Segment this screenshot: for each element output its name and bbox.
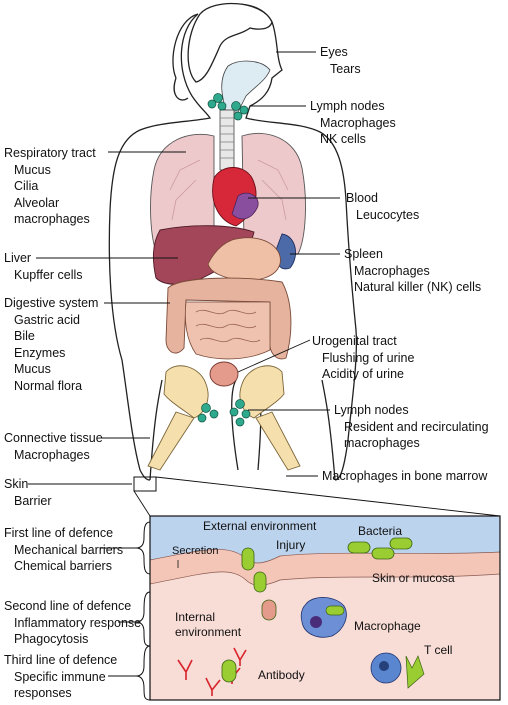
hair — [187, 2, 273, 83]
t-cell-text: T cell — [424, 643, 453, 657]
nasal-airway — [221, 60, 271, 113]
bladder — [209, 361, 239, 387]
skin-title: Skin — [4, 477, 29, 491]
bacteria-in-wound — [241, 547, 277, 621]
first-line-item: Chemical barriers — [14, 559, 112, 573]
antibody-text: Antibody — [258, 668, 305, 682]
bone-marrow-label: Macrophages in bone marrow — [322, 468, 487, 485]
lymph-lower-item: Resident and recirculating — [344, 419, 489, 434]
antibody-bacterium — [221, 659, 237, 683]
connective-item: Macrophages — [14, 447, 90, 462]
blood-label: Blood Leucocytes — [346, 190, 419, 223]
internal-text-2: environment — [175, 625, 242, 639]
respiratory-item: macrophages — [14, 212, 90, 226]
lymph-lower-label: Lymph nodes Resident and recirculating m… — [334, 402, 489, 452]
right-femur — [255, 411, 301, 471]
liver — [152, 225, 255, 285]
digestive-item: Bile — [14, 329, 35, 343]
urogenital-item: Acidity of urine — [322, 367, 404, 381]
left-femur — [147, 411, 195, 471]
small-intestine — [184, 301, 271, 360]
internal-text-1: Internal — [175, 610, 216, 624]
respiratory-item: Mucus — [14, 162, 51, 177]
skin-mucosa-text: Skin or mucosa — [372, 571, 455, 585]
spleen-title: Spleen — [344, 247, 383, 261]
third-line-item: responses — [14, 686, 72, 700]
liver-item: Kupffer cells — [14, 267, 83, 282]
skin-magnifier-square — [133, 476, 157, 492]
bacteria-text: Bacteria — [358, 524, 403, 538]
skin-item: Barrier — [14, 493, 52, 508]
first-line-title: First line of defence — [4, 526, 114, 540]
third-line-title: Third line of defence — [4, 653, 118, 667]
lymph-lower-title: Lymph nodes — [334, 403, 409, 417]
first-line-label: First line of defence Mechanical barrier… — [4, 525, 123, 575]
intestine-loops — [195, 309, 261, 343]
digestive-label: Digestive system Gastric acid Bile Enzym… — [4, 295, 98, 394]
heart-vessels — [231, 192, 259, 220]
digestive-title: Digestive system — [4, 296, 99, 310]
spleen-label: Spleen Macrophages Natural killer (NK) c… — [344, 246, 481, 296]
eyes-item: Tears — [330, 61, 361, 76]
antibodies — [177, 647, 247, 696]
magnifier-lines — [133, 476, 501, 517]
first-line-item: Mechanical barriers — [14, 542, 124, 557]
blood-item: Leucocytes — [356, 207, 420, 222]
second-line-item: Inflammatory response — [14, 615, 142, 630]
respiratory-item: Cilia — [14, 179, 39, 193]
external-environment-text: External environment — [203, 519, 317, 533]
line-of-defence-braces — [100, 521, 151, 701]
large-intestine — [165, 277, 292, 360]
lymph-upper-item: Macrophages — [320, 115, 396, 130]
bacteria-cluster — [347, 537, 413, 560]
third-line-item: Specific immune — [14, 669, 106, 684]
bone-marrow-title: Macrophages in bone marrow — [322, 469, 488, 483]
digestive-item: Normal flora — [14, 378, 83, 393]
lymph-nodes-groin — [197, 399, 251, 427]
spleen-item: Natural killer (NK) cells — [354, 280, 482, 294]
lymph-upper-label: Lymph nodes Macrophages NK cells — [310, 98, 396, 148]
skin-label: Skin Barrier — [4, 476, 52, 509]
respiratory-item: Alveolar — [14, 195, 60, 210]
blood-title: Blood — [346, 191, 378, 205]
digestive-item: Mucus — [14, 362, 51, 376]
connective-label: Connective tissue Macrophages — [4, 430, 103, 463]
spleen-item: Macrophages — [354, 263, 430, 278]
eyes-label: Eyes Tears — [320, 44, 361, 77]
second-line-title: Second line of defence — [4, 599, 132, 613]
trachea — [219, 109, 235, 171]
urogenital-label: Urogenital tract Flushing of urine Acidi… — [312, 333, 414, 383]
lymph-nodes-neck — [207, 93, 249, 121]
eyes-title: Eyes — [320, 45, 348, 59]
secretion-text: Secretion — [172, 545, 219, 557]
digestive-item: Gastric acid — [14, 312, 80, 327]
lymph-upper-item: NK cells — [320, 132, 366, 146]
liver-title: Liver — [4, 251, 32, 265]
urogenital-item: Flushing of urine — [322, 350, 415, 365]
digestive-item: Enzymes — [14, 345, 66, 360]
second-line-item: Phagocytosis — [14, 632, 89, 646]
leader-lines — [28, 51, 340, 485]
lung-bronchi — [169, 159, 289, 221]
lymph-lower-item: macrophages — [344, 436, 420, 450]
lymph-upper-title: Lymph nodes — [310, 99, 385, 113]
respiratory-title: Respiratory tract — [4, 146, 96, 160]
urogenital-title: Urogenital tract — [312, 334, 397, 348]
macrophage-cell — [300, 597, 347, 638]
second-line-label: Second line of defence Inflammatory resp… — [4, 598, 141, 648]
third-line-label: Third line of defence Specific immune re… — [4, 652, 117, 702]
respiratory-label: Respiratory tract Mucus Cilia Alveolar m… — [4, 145, 96, 228]
t-cell — [370, 652, 425, 689]
macrophage-text: Macrophage — [354, 619, 421, 633]
connective-title: Connective tissue — [4, 431, 103, 445]
injury-text: Injury — [276, 538, 306, 552]
trachea-rings — [220, 117, 234, 159]
liver-label: Liver Kupffer cells — [4, 250, 83, 283]
